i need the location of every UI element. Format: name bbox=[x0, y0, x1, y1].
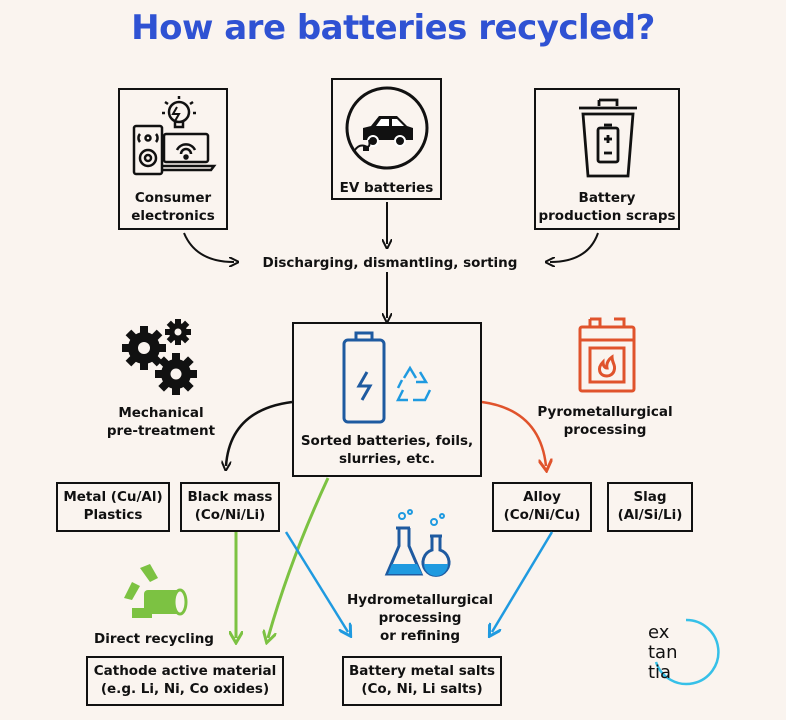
cathode-label: Cathode active material (e.g. Li, Ni, Co… bbox=[93, 663, 277, 697]
discharging-label: Discharging, dismantling, sorting bbox=[262, 255, 518, 271]
alloy-box bbox=[492, 482, 592, 532]
sorted-batteries-label: Sorted batteries, foils, slurries, etc. bbox=[300, 433, 474, 467]
alloy-label: Alloy (Co/Ni/Cu) bbox=[503, 489, 581, 523]
arrow-consumer-to-discharging bbox=[183, 232, 234, 262]
black-mass-label: Black mass (Co/Ni/Li) bbox=[187, 489, 273, 523]
sorted-batteries-box bbox=[292, 322, 482, 477]
black-mass-box bbox=[180, 482, 280, 532]
salts-box bbox=[342, 656, 502, 706]
metal-plastics-label: Metal (Cu/Al) Plastics bbox=[63, 489, 163, 523]
ev-batteries-box bbox=[331, 78, 442, 200]
slag-box bbox=[607, 482, 693, 532]
logo-line1: ex bbox=[648, 622, 670, 643]
scraps-box bbox=[534, 88, 680, 230]
consumer-electronics-icon bbox=[132, 96, 217, 176]
mechanical-label: Mechanical pre-treatment bbox=[106, 405, 216, 439]
extantia-logo bbox=[654, 618, 720, 686]
logo-line3: tia bbox=[648, 662, 672, 683]
arrow-blackmass-to-salts bbox=[284, 531, 348, 632]
salts-label: Battery metal salts (Co, Ni, Li salts) bbox=[349, 663, 495, 697]
ev-batteries-label: EV batteries bbox=[339, 180, 434, 196]
arrow-alloy-to-salts bbox=[492, 531, 554, 632]
direct-recycling-icon bbox=[124, 564, 188, 618]
cathode-box bbox=[86, 656, 284, 706]
battery-recycle-icon bbox=[342, 331, 432, 424]
consumer-electronics-box bbox=[118, 88, 228, 230]
slag-label: Slag (Al/Si/Li) bbox=[617, 489, 683, 523]
arrow-scraps-to-discharging bbox=[550, 232, 599, 262]
pyro-label: Pyrometallurgical processing bbox=[537, 404, 673, 438]
logo-line2: tan bbox=[648, 642, 678, 663]
arrow-sorted-to-alloy bbox=[481, 400, 546, 466]
page-title: How are batteries recycled? bbox=[131, 8, 655, 48]
trash-battery-icon bbox=[579, 98, 637, 178]
arrow-sorted-to-cathode bbox=[268, 477, 330, 638]
arrow-sorted-to-blackmass bbox=[226, 400, 293, 466]
furnace-icon bbox=[578, 317, 636, 393]
gears-icon bbox=[122, 319, 197, 395]
ev-car-icon bbox=[345, 86, 429, 170]
hydro-label: Hydrometallurgical processing or refinin… bbox=[346, 592, 494, 644]
consumer-electronics-label: Consumer electronics bbox=[131, 190, 215, 224]
scraps-label: Battery production scraps bbox=[538, 190, 676, 224]
direct-recycling-label: Direct recycling bbox=[94, 631, 214, 647]
flasks-icon bbox=[384, 509, 451, 577]
metal-plastics-box bbox=[56, 482, 170, 532]
